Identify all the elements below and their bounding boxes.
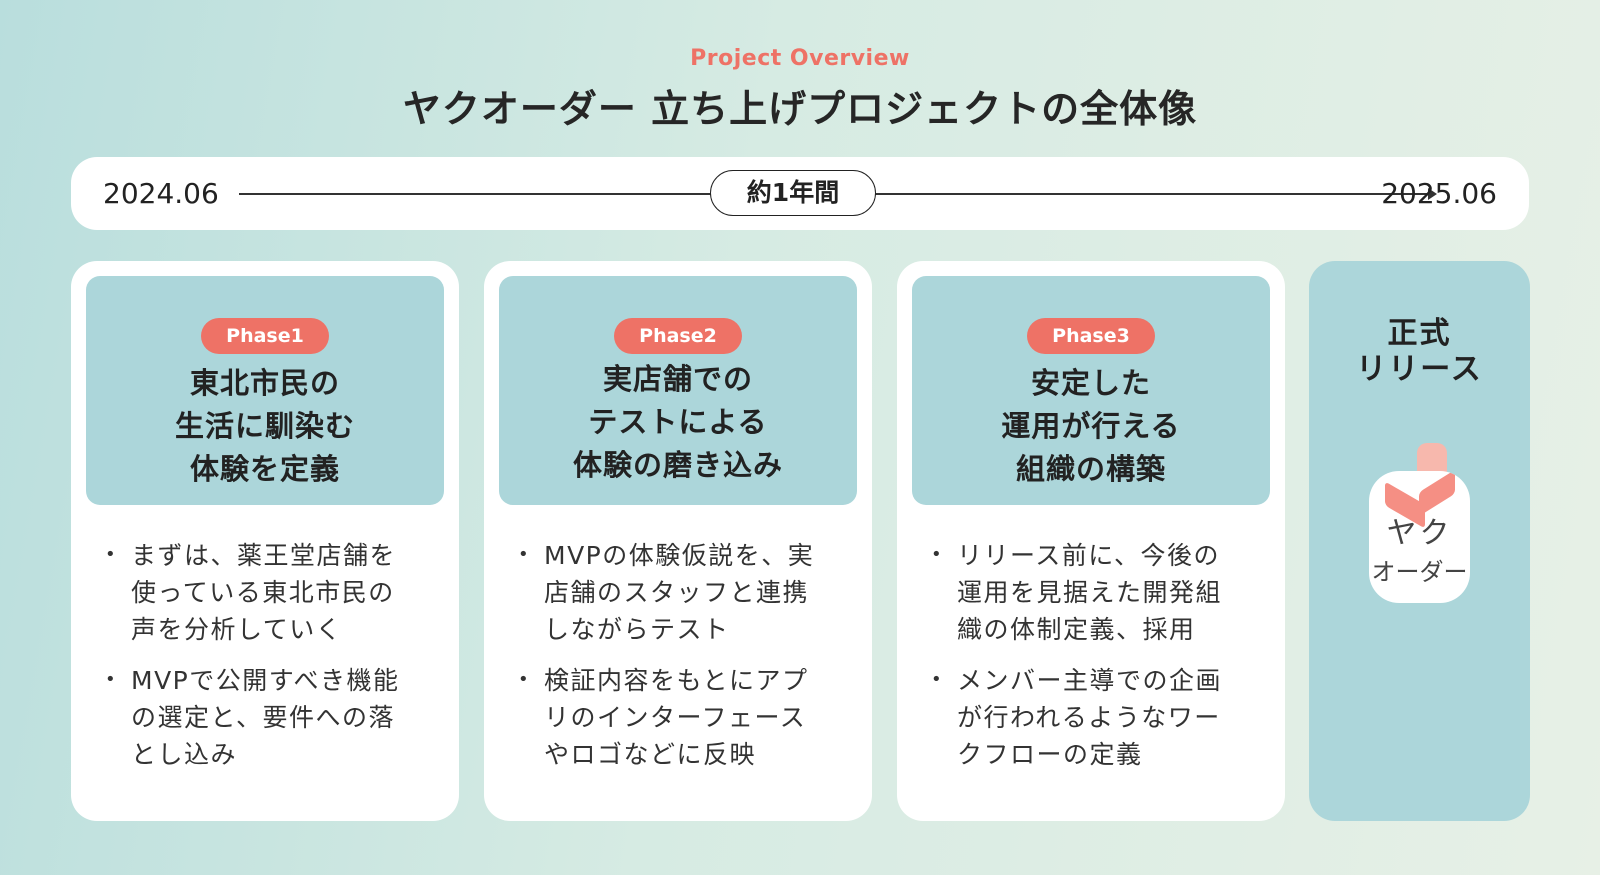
yakuorder-logo: ヤク オーダー: [1369, 443, 1470, 603]
phase-card-1: Phase1 東北市民の 生活に馴染む 体験を定義 • まずは、薬王堂店舗を 使…: [71, 261, 459, 821]
bullet-line: 店舗のスタッフと連携: [544, 578, 810, 607]
phase-heading: 安定した 運用が行える 組織の構築: [912, 362, 1270, 491]
phase-heading-line: 生活に馴染む: [174, 409, 355, 443]
phase-bullet-list: • まずは、薬王堂店舗を 使っている東北市民の 声を分析していく • MVPで公…: [101, 537, 441, 787]
bullet-line: とし込み: [131, 740, 238, 769]
bullet-item: • MVPの体験仮説を、実 店舗のスタッフと連携 しながらテスト: [514, 537, 854, 648]
phase-badge: Phase3: [1027, 318, 1155, 354]
bullet-dot-icon: •: [518, 669, 529, 690]
bullet-line: クフローの定義: [957, 740, 1143, 769]
phase-heading-line: テストによる: [588, 405, 768, 439]
release-title-line: リリース: [1356, 352, 1483, 387]
bullet-item: • まずは、薬王堂店舗を 使っている東北市民の 声を分析していく: [101, 537, 441, 648]
phase-card-header: Phase1 東北市民の 生活に馴染む 体験を定義: [86, 276, 444, 505]
phase-card-header: Phase2 実店舗での テストによる 体験の磨き込み: [499, 276, 857, 505]
bullet-item: • リリース前に、今後の 運用を見据えた開発組 織の体制定義、採用: [927, 537, 1267, 648]
phase-card-header: Phase3 安定した 運用が行える 組織の構築: [912, 276, 1270, 505]
bullet-line: の選定と、要件への落: [131, 703, 396, 732]
logo-wordmark-line: オーダー: [1371, 558, 1468, 586]
logo-wordmark: ヤク オーダー: [1369, 515, 1470, 591]
bullet-line: メンバー主導での企画: [957, 666, 1223, 695]
bullet-line: MVPで公開すべき機能: [131, 666, 400, 695]
logo-chevron-right-shape: [1419, 471, 1455, 517]
phase-heading-line: 実店舗での: [602, 362, 753, 396]
bullet-line: 声を分析していく: [131, 615, 343, 644]
phase-badge: Phase1: [201, 318, 329, 354]
bullet-line: 検証内容をもとにアプ: [544, 666, 809, 695]
bullet-line: やロゴなどに反映: [544, 740, 757, 769]
timeline-bar: 2024.06 約1年間 2025.06: [71, 157, 1529, 230]
phase-badge: Phase2: [614, 318, 742, 354]
phase-card-2: Phase2 実店舗での テストによる 体験の磨き込み • MVPの体験仮説を、…: [484, 261, 872, 821]
bullet-line: が行われるようなワー: [957, 703, 1221, 732]
bullet-item: • MVPで公開すべき機能 の選定と、要件への落 とし込み: [101, 662, 441, 773]
timeline-duration-pill: 約1年間: [710, 170, 876, 216]
logo-body-shape: ヤク オーダー: [1369, 471, 1470, 603]
bullet-dot-icon: •: [931, 669, 942, 690]
bullet-line: 使っている東北市民の: [131, 578, 395, 607]
bullet-dot-icon: •: [518, 544, 529, 565]
bullet-dot-icon: •: [105, 669, 116, 690]
bullet-line: まずは、薬王堂店舗を: [131, 541, 397, 570]
phase-heading-line: 体験を定義: [189, 452, 340, 486]
phase-heading-line: 体験の磨き込み: [572, 448, 783, 482]
phase-heading: 実店舗での テストによる 体験の磨き込み: [499, 358, 857, 487]
phase-heading-line: 東北市民の: [189, 366, 340, 400]
bullet-dot-icon: •: [931, 544, 942, 565]
phase-heading-line: 運用が行える: [1001, 409, 1181, 443]
bullet-line: しながらテスト: [544, 615, 730, 644]
timeline-arrow-icon: [1428, 188, 1437, 200]
timeline-start-date: 2024.06: [103, 177, 219, 210]
phase-heading-line: 組織の構築: [1015, 452, 1166, 486]
release-card: 正式 リリース ヤク オーダー: [1309, 261, 1530, 821]
bullet-line: 運用を見据えた開発組: [957, 578, 1223, 607]
bullet-item: • 検証内容をもとにアプ リのインターフェース やロゴなどに反映: [514, 662, 854, 773]
phase-bullet-list: • MVPの体験仮説を、実 店舗のスタッフと連携 しながらテスト • 検証内容を…: [514, 537, 854, 787]
bullet-line: リリース前に、今後の: [957, 541, 1221, 570]
bullet-line: リのインターフェース: [544, 703, 807, 732]
bullet-item: • メンバー主導での企画 が行われるようなワー クフローの定義: [927, 662, 1267, 773]
bullet-dot-icon: •: [105, 544, 116, 565]
page-eyebrow: Project Overview: [690, 46, 910, 71]
bullet-line: MVPの体験仮説を、実: [544, 541, 815, 570]
logo-wordmark-line: ヤク: [1386, 516, 1453, 551]
timeline-end-date: 2025.06: [1381, 177, 1497, 210]
phase-heading: 東北市民の 生活に馴染む 体験を定義: [86, 362, 444, 491]
phase-card-3: Phase3 安定した 運用が行える 組織の構築 • リリース前に、今後の 運用…: [897, 261, 1285, 821]
release-title-line: 正式: [1387, 316, 1452, 351]
phase-bullet-list: • リリース前に、今後の 運用を見据えた開発組 織の体制定義、採用 • メンバー…: [927, 537, 1267, 787]
bullet-line: 織の体制定義、採用: [957, 615, 1196, 644]
page-title: ヤクオーダー 立ち上げプロジェクトの全体像: [402, 87, 1198, 131]
phase-heading-line: 安定した: [1030, 366, 1151, 400]
release-title: 正式 リリース: [1309, 316, 1530, 388]
